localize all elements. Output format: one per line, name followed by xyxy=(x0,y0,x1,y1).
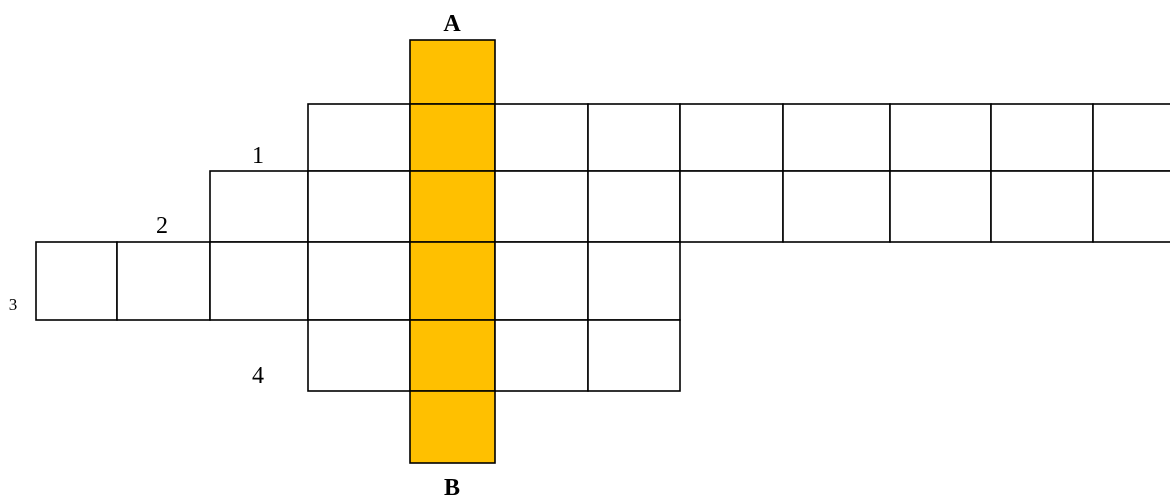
crossword-cell[interactable] xyxy=(587,241,681,321)
row-number-2: 2 xyxy=(156,213,168,239)
crossword-cell[interactable] xyxy=(409,241,496,321)
crossword-cell[interactable] xyxy=(679,170,784,243)
crossword-cell[interactable] xyxy=(587,103,681,172)
crossword-cell[interactable] xyxy=(409,319,496,392)
crossword-cell[interactable] xyxy=(307,170,411,243)
crossword-cell[interactable] xyxy=(494,170,589,243)
crossword-cell[interactable] xyxy=(889,103,992,172)
crossword-cell[interactable] xyxy=(990,103,1094,172)
crossword-cell[interactable] xyxy=(1092,170,1170,243)
crossword-cell[interactable] xyxy=(494,103,589,172)
row-number-4: 4 xyxy=(252,363,264,389)
crossword-cell[interactable] xyxy=(679,103,784,172)
crossword-cell[interactable] xyxy=(494,241,589,321)
column-label-top: A xyxy=(443,11,461,37)
crossword-cell[interactable] xyxy=(587,170,681,243)
column-label-bottom: B xyxy=(444,475,460,500)
row-number-3: 3 xyxy=(9,295,18,314)
crossword-cell[interactable] xyxy=(587,319,681,392)
crossword-cell[interactable] xyxy=(307,241,411,321)
crossword-cell[interactable] xyxy=(990,170,1094,243)
row-number-1: 1 xyxy=(252,143,264,169)
crossword-cell[interactable] xyxy=(209,241,309,321)
crossword-cell[interactable] xyxy=(35,241,118,321)
crossword-cell[interactable] xyxy=(1092,103,1170,172)
crossword-cell[interactable] xyxy=(209,170,309,243)
crossword-cell[interactable] xyxy=(307,319,411,392)
crossword-cell[interactable] xyxy=(409,103,496,172)
crossword-cell[interactable] xyxy=(409,39,496,105)
crossword-cell[interactable] xyxy=(116,241,211,321)
crossword-cell[interactable] xyxy=(889,170,992,243)
crossword-cell[interactable] xyxy=(409,170,496,243)
crossword-cell[interactable] xyxy=(307,103,411,172)
crossword-cell[interactable] xyxy=(409,390,496,464)
crossword-cell[interactable] xyxy=(494,319,589,392)
crossword-cell[interactable] xyxy=(782,103,891,172)
crossword-cell[interactable] xyxy=(782,170,891,243)
